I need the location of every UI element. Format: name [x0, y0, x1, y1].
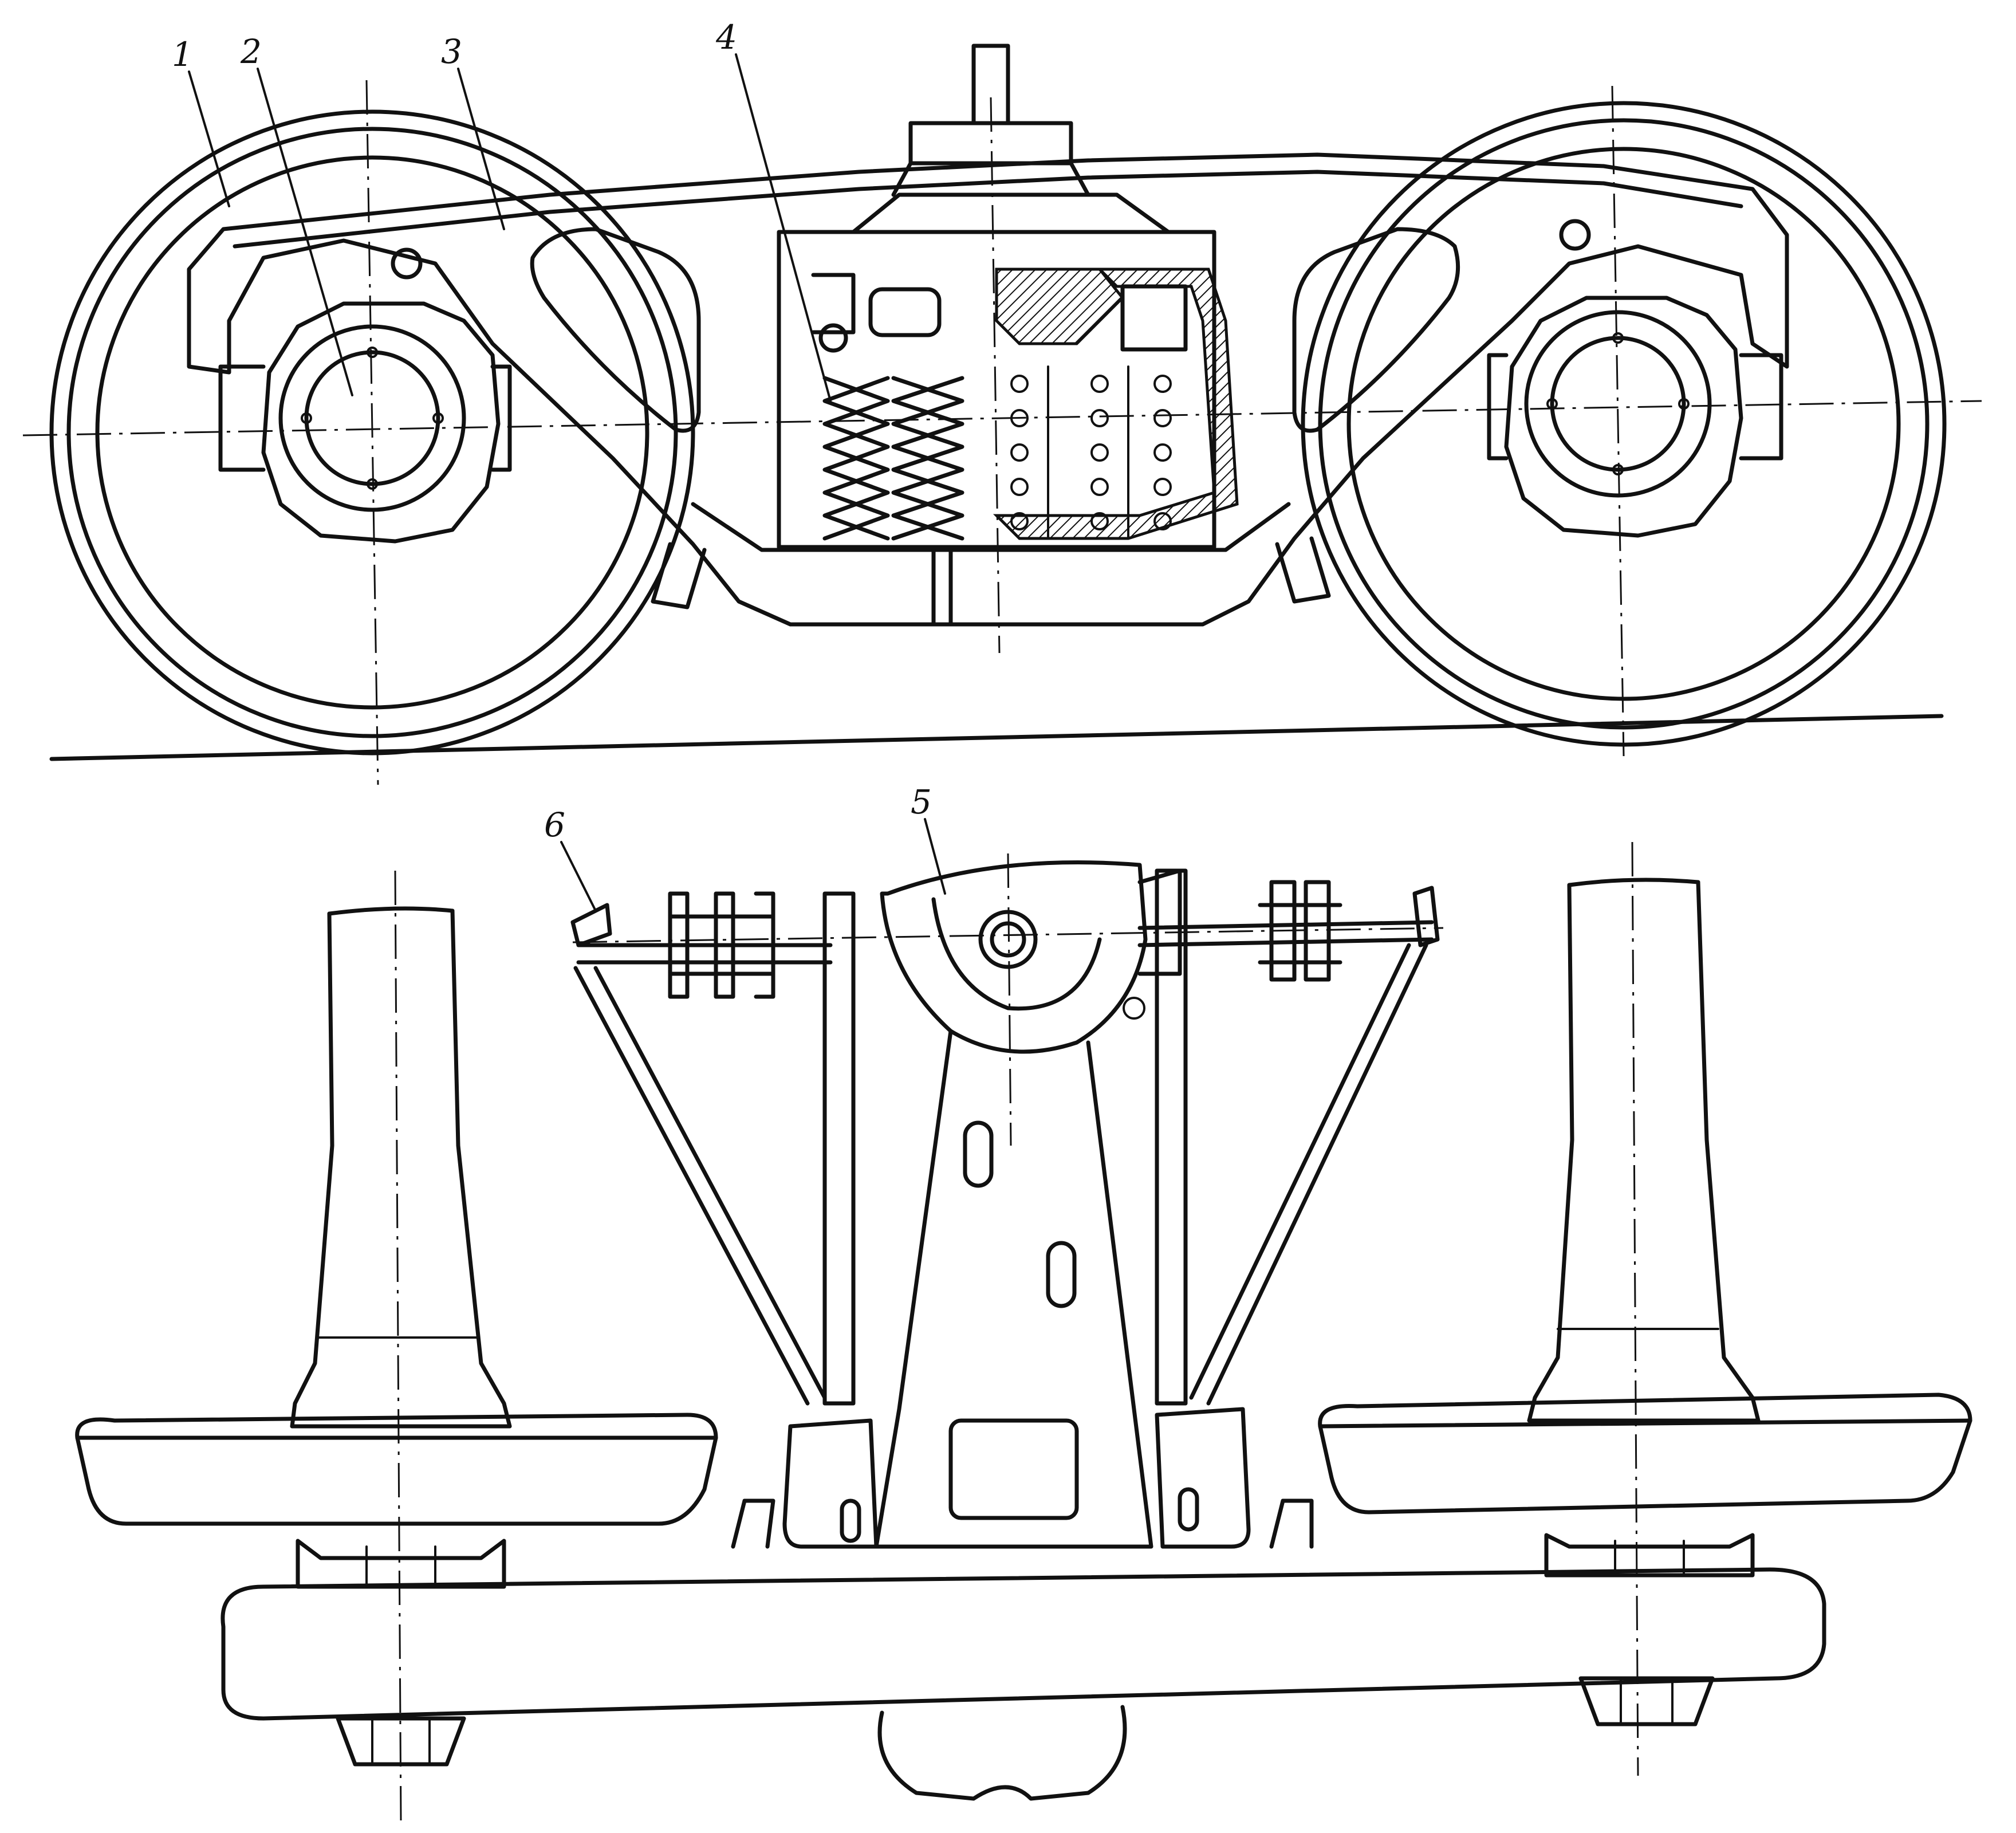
- callouts: 1 2 3 4 5 6: [172, 18, 946, 912]
- inner-spring-coils: [1010, 365, 1172, 540]
- bolster: [777, 44, 1239, 549]
- plan-view: [75, 841, 1972, 1822]
- side-view: [22, 44, 1982, 785]
- left-axle-nut-bottom: [336, 1716, 466, 1767]
- right-axle-nut-top: [1544, 1533, 1755, 1578]
- side-frame: [187, 152, 1789, 627]
- label-1: 1: [172, 35, 193, 74]
- spring-group: [822, 365, 1172, 541]
- label-2: 2: [240, 32, 262, 71]
- center-plate: [874, 860, 1153, 1549]
- side-bearers: [731, 1407, 1314, 1549]
- left-wheelset-plan: [75, 906, 718, 1526]
- brake-rigging: [570, 868, 1440, 1406]
- label-6: 6: [544, 805, 565, 844]
- label-3: 3: [441, 32, 462, 71]
- left-axle-box: [218, 301, 512, 544]
- label-5: 5: [911, 782, 932, 821]
- right-axle-box: [1487, 296, 1783, 538]
- left-wheel: [49, 109, 695, 756]
- label-4: 4: [715, 18, 737, 57]
- axle-beam: [220, 1533, 1826, 1801]
- right-axle-nut-bottom: [1578, 1676, 1715, 1726]
- right-wheelset-plan: [1318, 878, 1972, 1515]
- left-axle-nut-top: [296, 1539, 506, 1589]
